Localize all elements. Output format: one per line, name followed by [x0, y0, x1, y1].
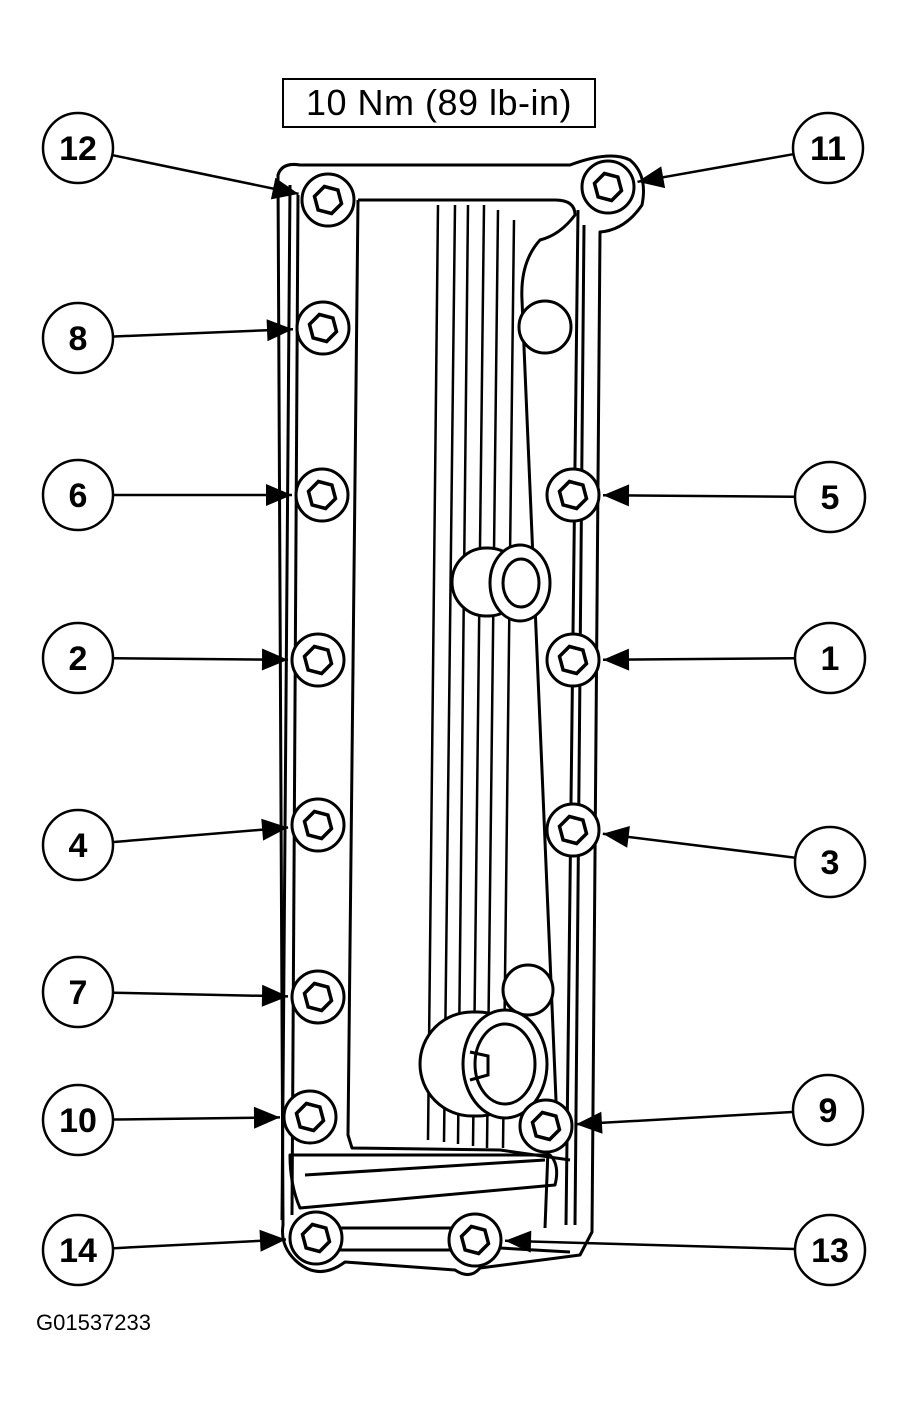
- arrow-icon: [505, 1230, 532, 1253]
- callout-number: 14: [59, 1232, 97, 1270]
- hex-bolt-icon: [459, 1224, 491, 1256]
- callout-circle: [793, 1213, 867, 1287]
- callout-circle: [791, 111, 865, 185]
- callout-leader-line: [637, 153, 793, 184]
- callout-leader-line: [113, 991, 289, 998]
- arrow-icon: [253, 1106, 280, 1129]
- arrow-icon: [259, 1229, 286, 1252]
- callout-circle: [793, 825, 867, 899]
- valve-cover-outline: [276, 154, 645, 1276]
- hex-bolt-icon: [557, 644, 589, 676]
- arrow-icon: [603, 484, 630, 507]
- callout-circle: [791, 1073, 865, 1147]
- callout-number: 2: [69, 640, 88, 678]
- arrow-icon: [266, 484, 292, 506]
- callout-circle: [41, 111, 115, 185]
- callout-leader-line: [113, 1238, 287, 1250]
- callout-number: 5: [821, 479, 840, 517]
- callout-circle: [793, 460, 867, 534]
- callout-leader-line: [112, 154, 299, 196]
- callout-leader-line: [602, 832, 795, 859]
- hex-bolt-icon: [302, 644, 334, 676]
- hex-bolt-icon: [302, 981, 334, 1013]
- callout-number: 10: [59, 1102, 97, 1140]
- arrow-icon: [261, 648, 288, 671]
- arrow-icon: [261, 984, 288, 1007]
- callout-circle: [793, 621, 867, 695]
- arrow-icon: [576, 1111, 603, 1134]
- callout-number: 11: [810, 130, 846, 168]
- arrow-icon: [603, 648, 630, 671]
- arrow-icon: [266, 319, 293, 342]
- hex-bolt-icon: [294, 1101, 326, 1133]
- callout-leader-line: [113, 826, 289, 844]
- hex-bolt-icon: [312, 184, 344, 216]
- arrow-icon: [637, 166, 666, 189]
- cover-ribs: [426, 204, 516, 1149]
- cover-features: [418, 299, 573, 1120]
- arrow-icon: [602, 826, 630, 848]
- callout-circle: [41, 301, 115, 375]
- callout-circle: [41, 458, 115, 532]
- callout-number: 7: [69, 974, 88, 1012]
- callout-circle: [41, 955, 115, 1029]
- callout-circle: [41, 808, 115, 882]
- callout-leader-line: [602, 657, 795, 662]
- callout-leader-line: [602, 493, 795, 498]
- callout-leader-line: [575, 1110, 793, 1126]
- callout-number: 12: [59, 130, 97, 168]
- callout-leader-line: [504, 1239, 795, 1251]
- callout-leader-line: [113, 327, 294, 338]
- callout-number: 6: [69, 477, 88, 515]
- callout-leader-line: [113, 1116, 281, 1121]
- hex-bolt-icon: [302, 809, 334, 841]
- hex-bolt-icon: [557, 814, 589, 846]
- hex-bolt-icon: [557, 479, 589, 511]
- arrow-icon: [270, 177, 299, 200]
- hex-bolt-icon: [306, 479, 338, 511]
- torque-spec-label: 10 Nm (89 lb-in): [282, 78, 596, 128]
- callout-number: 4: [69, 827, 88, 865]
- callout-leader-line: [113, 657, 289, 662]
- arrow-icon: [261, 818, 289, 841]
- callout-circle: [41, 621, 115, 695]
- figure-id: G01537233: [36, 1310, 151, 1335]
- hex-bolt-icon: [300, 1222, 332, 1254]
- callout-number: 8: [69, 320, 88, 358]
- callout-number: 3: [821, 844, 840, 882]
- callout-circle: [41, 1213, 115, 1287]
- callout-number: 13: [811, 1232, 849, 1270]
- callout-number: 9: [819, 1092, 838, 1130]
- hex-bolt-icon: [530, 1110, 562, 1142]
- callout-number: 1: [821, 640, 840, 678]
- hex-bolt-icon: [592, 171, 624, 203]
- callout-circle: [41, 1083, 115, 1157]
- bolt-layer: [282, 159, 636, 1268]
- hex-bolt-icon: [307, 312, 339, 344]
